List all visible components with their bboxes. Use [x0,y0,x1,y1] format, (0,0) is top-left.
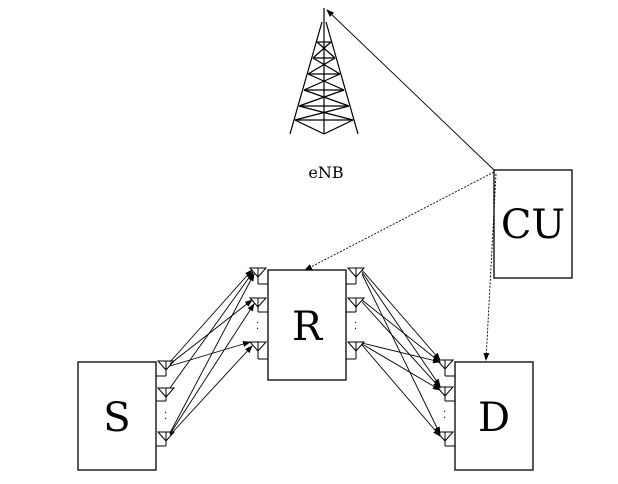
cu-label: CU [501,202,565,248]
ellipsis-dots: · [256,324,259,335]
antenna-icon [248,267,268,285]
ellipsis-dots: · [256,318,259,329]
ellipsis-dots: · [443,407,446,418]
enb-label: eNB [308,163,343,182]
relay-left-antennas: · · [248,267,268,360]
antenna-icon [346,341,366,360]
ellipsis-dots: · [354,324,357,335]
destination-antennas: · · [435,359,455,447]
source-label: S [103,395,130,441]
cell-tower-icon [289,8,359,135]
antenna-icon [435,359,455,377]
antenna-icon [435,431,455,447]
cu-box [493,169,573,279]
antenna-icon [248,297,268,313]
ellipsis-dots: · [354,318,357,329]
antenna-icon [156,360,176,377]
destination-label: D [478,395,510,441]
cu-control-links [304,9,497,361]
ellipsis-dots: · [164,408,167,419]
antenna-icon [346,297,366,313]
source-antennas: · · [156,360,176,447]
ellipsis-dots: · [443,413,446,424]
relay-label: R [292,304,324,350]
antenna-icon [156,431,176,447]
destination-box [454,361,534,471]
antenna-icon [346,267,366,285]
source-box [77,361,157,471]
relay-right-antennas: · · [346,267,366,360]
ellipsis-dots: · [164,414,167,425]
antenna-icon [156,387,176,402]
relay-to-destination-links [361,269,441,437]
source-to-relay-links [169,269,255,436]
antenna-icon [248,341,268,360]
antenna-icon [435,386,455,402]
